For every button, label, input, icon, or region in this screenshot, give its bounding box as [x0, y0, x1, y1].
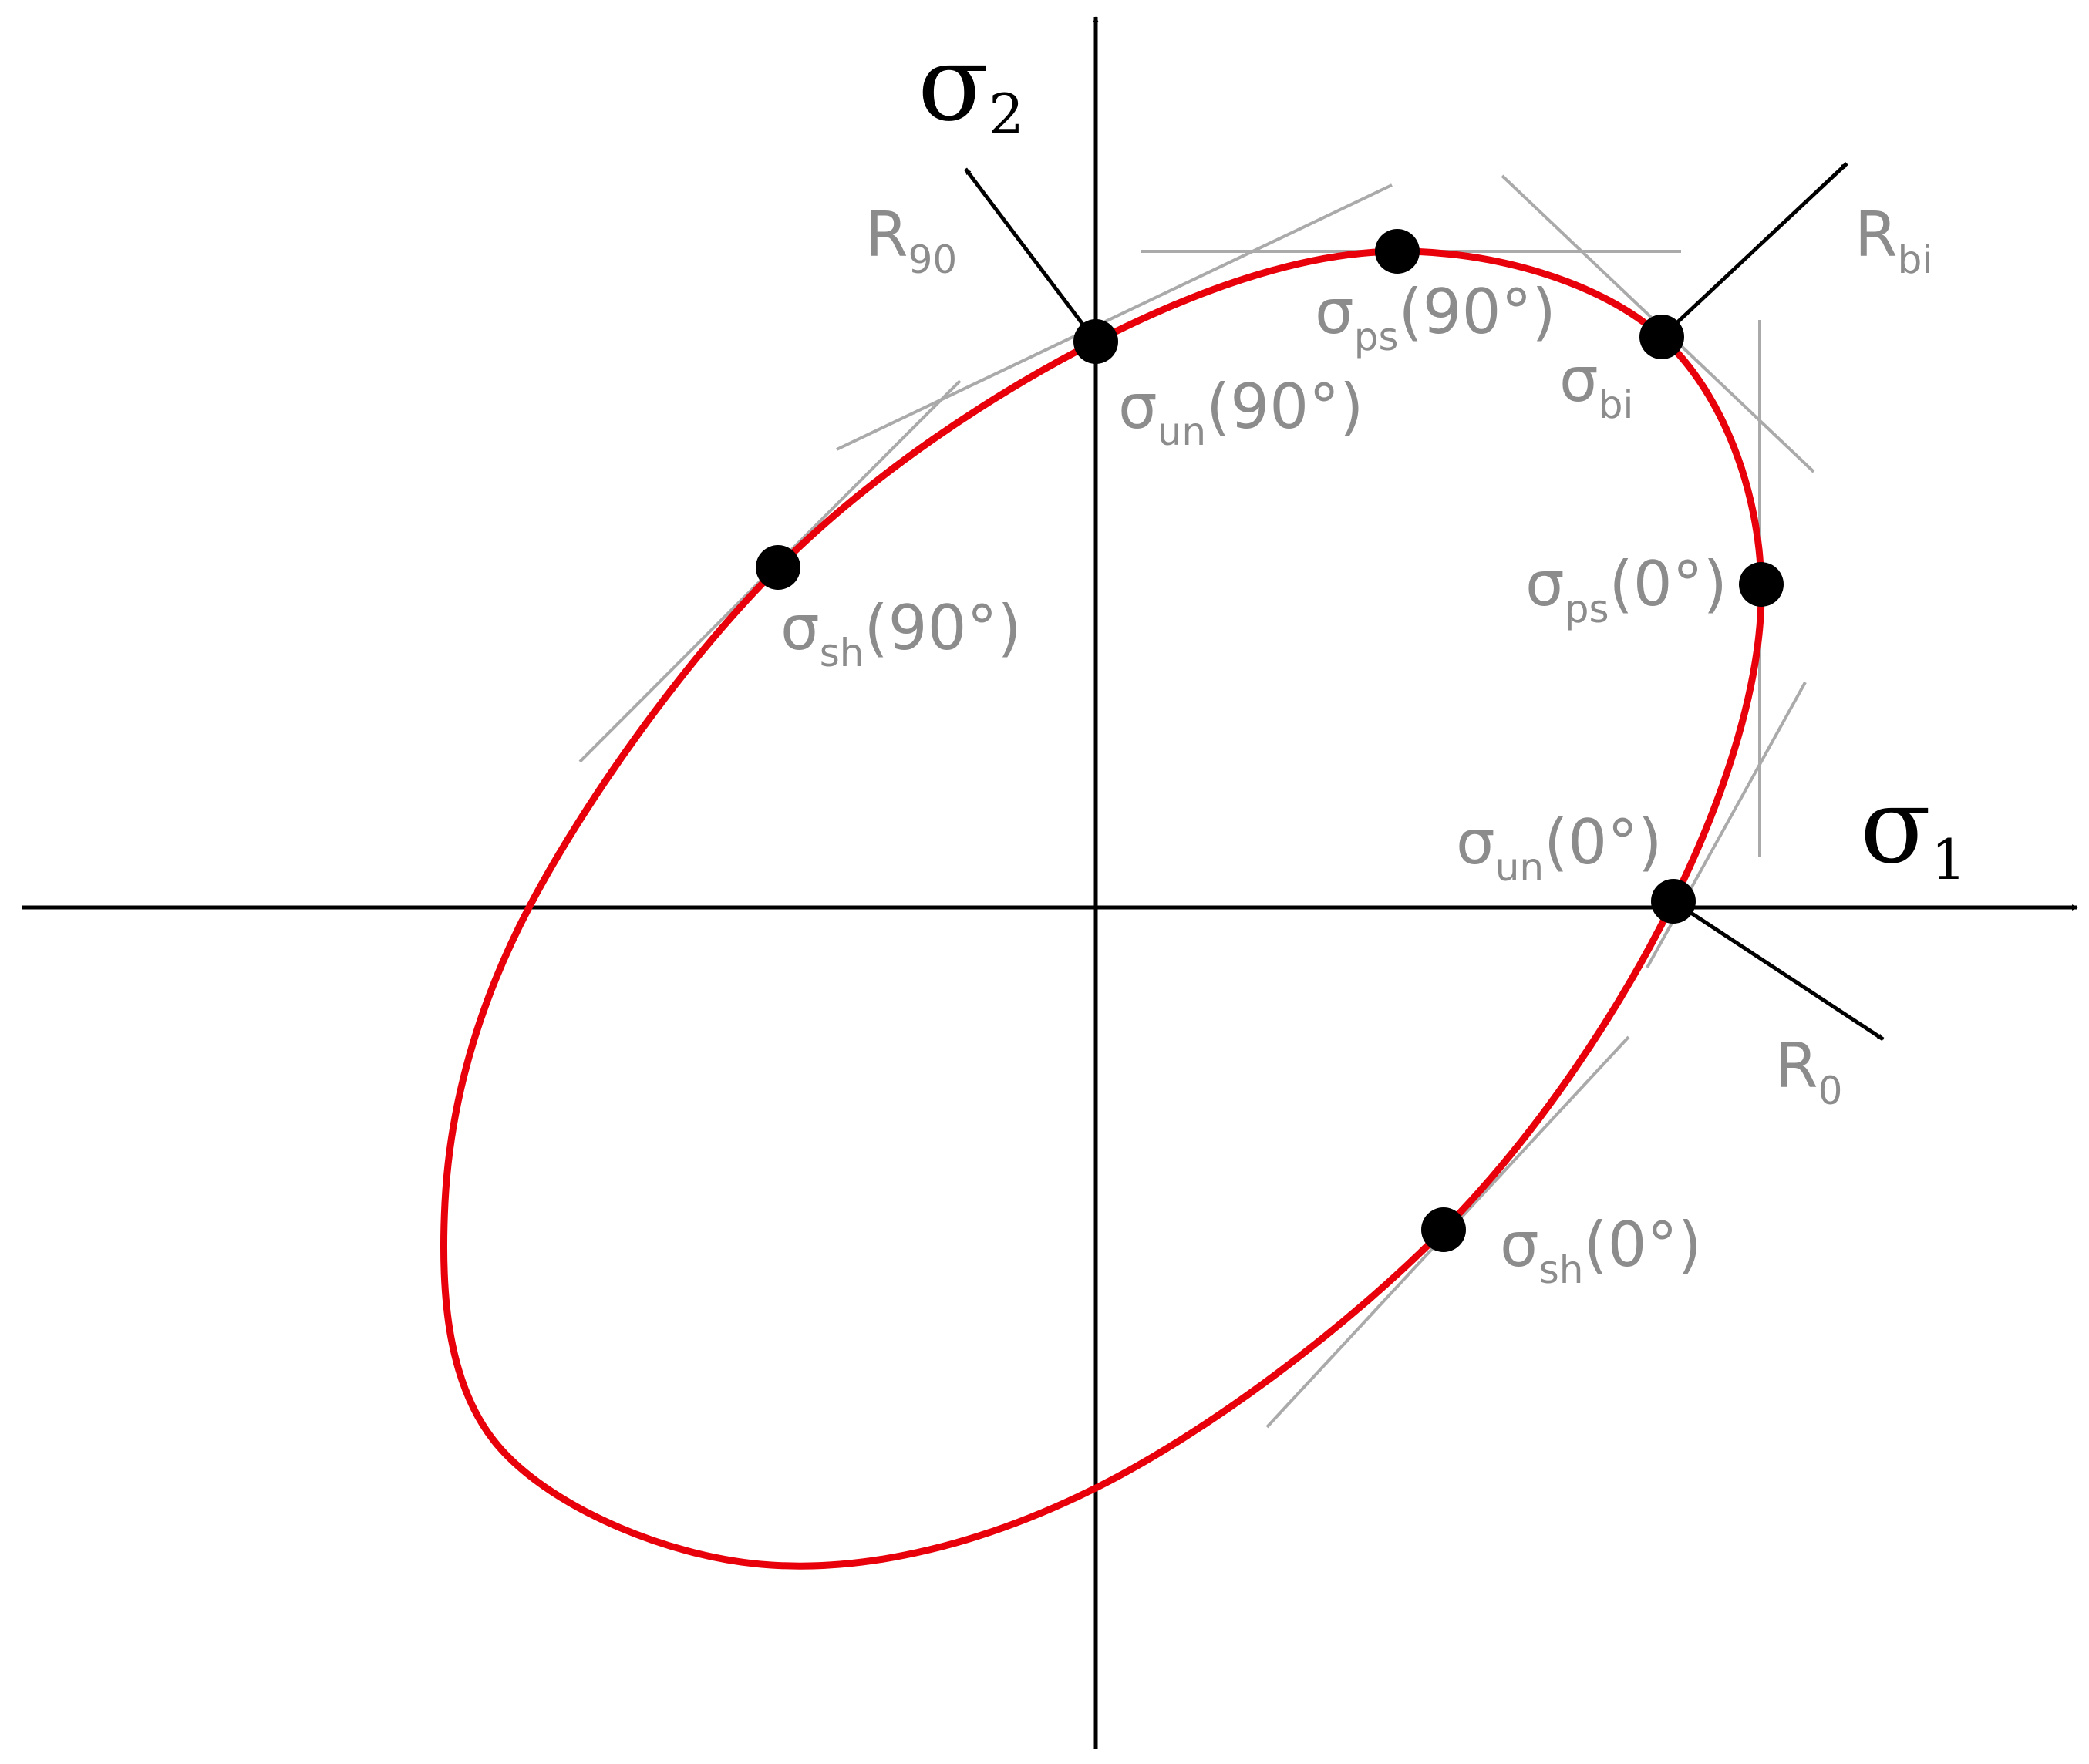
point-un90 [1073, 319, 1118, 364]
point-ps90 [1375, 229, 1420, 274]
tangent-un90 [836, 183, 1393, 451]
label-r0: R0 [1775, 1030, 1842, 1113]
point-sh90 [756, 545, 800, 590]
x-axis-label: σ1 [1860, 766, 1966, 892]
label-sh90: σsh(90°) [780, 592, 1022, 675]
r0-arrow [1672, 899, 1885, 1042]
y-axis-label: σ2 [918, 23, 1024, 146]
label-ps0: σps(0°) [1525, 548, 1727, 631]
point-labels: σun(90°) σps(90°) σbi σps(0°) σun(0°) σs… [780, 276, 1727, 1292]
axes [22, 16, 2078, 1749]
label-bi: σbi [1559, 344, 1633, 427]
rbi-arrow [1660, 162, 1848, 338]
normal-vectors [964, 162, 1885, 1042]
label-un0: σun(0°) [1456, 806, 1662, 890]
vector-labels: R90 Rbi R0 [865, 199, 1932, 1113]
label-rbi: Rbi [1855, 199, 1932, 282]
point-ps0 [1739, 562, 1784, 607]
r90-arrow [964, 167, 1097, 343]
points [756, 229, 1784, 1252]
tangent-un0 [1646, 682, 1807, 968]
label-un90: σun(90°) [1118, 371, 1363, 454]
label-ps90: σps(90°) [1315, 276, 1556, 359]
label-sh0: σsh(0°) [1500, 1209, 1702, 1292]
label-r90: R90 [865, 199, 957, 282]
point-un0 [1651, 879, 1696, 924]
point-sh0 [1421, 1207, 1466, 1252]
point-bi [1639, 315, 1684, 359]
